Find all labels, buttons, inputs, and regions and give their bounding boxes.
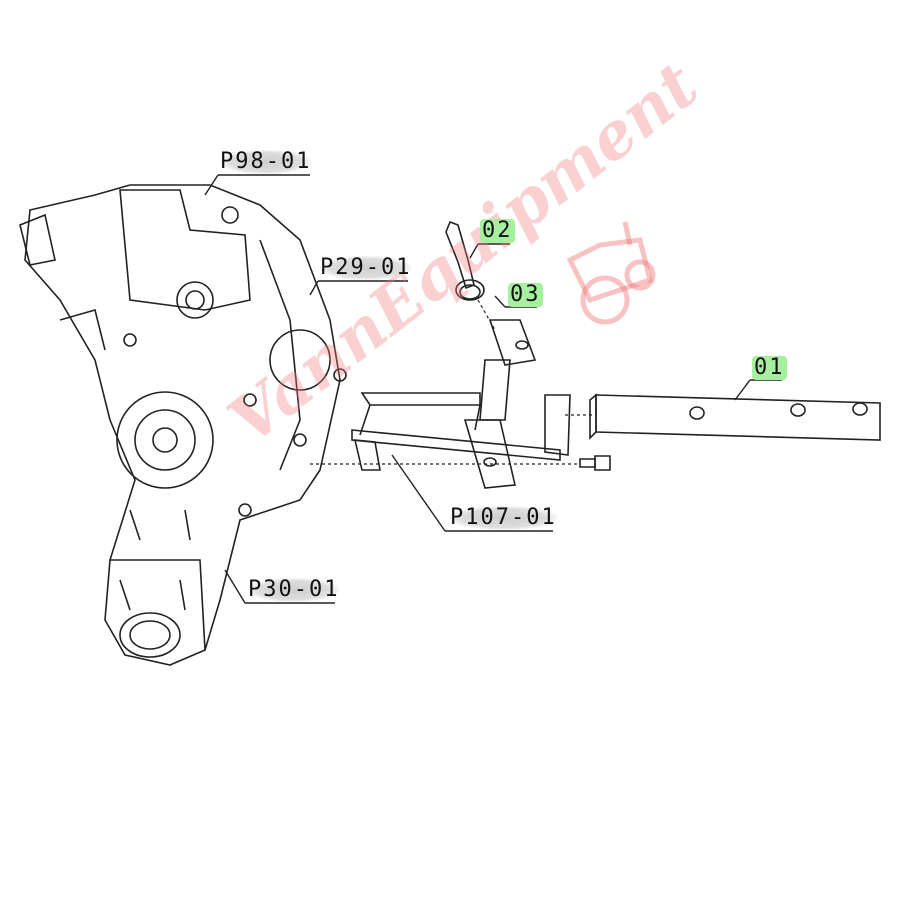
part-01-bar — [589, 393, 881, 441]
callout-p98-01[interactable]: P98-01 — [220, 149, 312, 174]
tractor-watermark-icon — [566, 221, 656, 325]
center-lines — [310, 299, 596, 465]
callout-part-02[interactable]: 02 — [480, 218, 515, 243]
bolt — [579, 455, 611, 471]
callout-p107-01[interactable]: P107-01 — [450, 505, 557, 530]
callout-p30-01[interactable]: P30-01 — [248, 577, 340, 602]
callout-p29-01[interactable]: P29-01 — [320, 255, 412, 280]
transmission-housing — [19, 184, 347, 666]
part-02-lever — [445, 220, 485, 301]
callout-part-01[interactable]: 01 — [752, 355, 787, 380]
callout-part-03[interactable]: 03 — [508, 282, 543, 307]
bracket-assembly — [351, 319, 571, 489]
leader-lines — [204, 174, 782, 604]
